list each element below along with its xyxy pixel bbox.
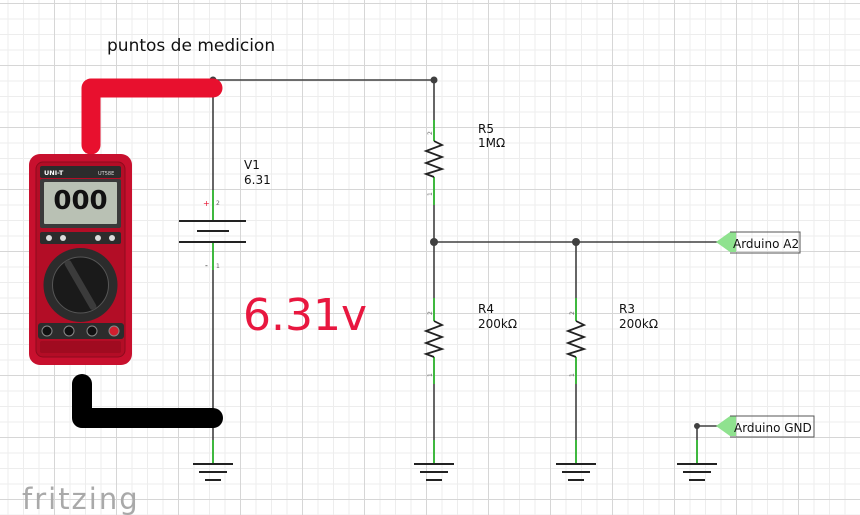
junction-gnd-label: [694, 423, 700, 429]
v1-value-label: 6.31: [244, 173, 271, 187]
wire-gnd-label: [696, 425, 720, 445]
r4-pin-1: 1: [427, 373, 434, 377]
r3-value-label: 200kΩ: [619, 317, 658, 331]
ground-symbol-r3: [556, 440, 596, 481]
net-label-a2-outline: [730, 231, 801, 254]
multimeter-jack-3[interactable]: [86, 325, 98, 337]
multimeter-button-row: [40, 232, 121, 244]
net-label-a2-text: Arduino A2: [733, 237, 799, 251]
r4-name-label: R4: [478, 302, 494, 316]
multimeter[interactable]: UNI-T UT58E 000: [29, 154, 132, 365]
multimeter-jack-4[interactable]: [108, 325, 120, 337]
net-label-gnd[interactable]: Arduino GND: [716, 415, 815, 438]
ground-symbol-arduino: [677, 440, 717, 481]
junctions: [209, 76, 700, 429]
multimeter-top-strip: [40, 166, 121, 178]
v1-pin-1: 1: [216, 263, 220, 270]
multimeter-screen: [44, 182, 117, 224]
multimeter-jack-strip: [38, 323, 124, 339]
net-label-a2-flag: [716, 232, 736, 252]
multimeter-button-2: [60, 235, 66, 241]
r5-name-label: R5: [478, 122, 494, 136]
r4-value-label: 200kΩ: [478, 317, 517, 331]
battery-v1[interactable]: + 2 - 1 V1 6.31: [179, 158, 271, 270]
junction-mid-left: [430, 238, 438, 246]
r4-zigzag: [423, 320, 445, 358]
ground-symbol-r4: [414, 440, 454, 481]
r5-value-label: 1MΩ: [478, 136, 505, 150]
r3-name-label: R3: [619, 302, 635, 316]
v1-pin-minus: -: [205, 261, 208, 270]
multimeter-button-1: [46, 235, 52, 241]
junction-top-right: [430, 76, 438, 84]
ground-symbol-v1: [193, 440, 233, 481]
multimeter-brand: UNI-T: [44, 169, 64, 177]
multimeter-label-strip: [40, 341, 121, 353]
junction-mid-right: [572, 238, 580, 246]
fritzing-logo: fritzing: [22, 482, 140, 515]
v1-pin-2: 2: [216, 200, 220, 207]
multimeter-button-4: [109, 235, 115, 241]
multimeter-button-3: [95, 235, 101, 241]
multimeter-dial-knob: [64, 260, 97, 310]
r5-zigzag: [423, 140, 445, 178]
r3-zigzag: [565, 320, 587, 358]
r5-pin-2: 2: [427, 131, 434, 135]
net-label-gnd-flag: [716, 416, 736, 436]
r4-pin-2: 2: [427, 311, 434, 315]
probe-red-lead: [81, 78, 223, 155]
probe-black-lead: [72, 374, 223, 428]
multimeter-jack-2[interactable]: [63, 325, 75, 337]
multimeter-jack-1[interactable]: [41, 325, 53, 337]
v1-pin-plus: +: [203, 199, 210, 208]
net-label-a2[interactable]: Arduino A2: [716, 231, 801, 254]
wires: [212, 79, 720, 445]
r5-pin-1: 1: [427, 192, 434, 196]
resistor-r4[interactable]: 2 1 R4 200kΩ: [423, 298, 517, 384]
r3-pin-1: 1: [569, 373, 576, 377]
resistor-r3[interactable]: 2 1 R3 200kΩ: [565, 298, 658, 384]
resistor-r5[interactable]: 2 1 R5 1MΩ: [423, 120, 505, 205]
net-label-gnd-text: Arduino GND: [734, 421, 812, 435]
voltage-reading: 6.31v: [243, 290, 367, 341]
multimeter-display: 000: [53, 186, 107, 216]
net-label-gnd-outline: [730, 415, 815, 438]
multimeter-model: UT58E: [98, 171, 114, 177]
r3-pin-2: 2: [569, 311, 576, 315]
heading-measurement-points: puntos de medicion: [107, 36, 275, 56]
v1-name-label: V1: [244, 158, 260, 172]
